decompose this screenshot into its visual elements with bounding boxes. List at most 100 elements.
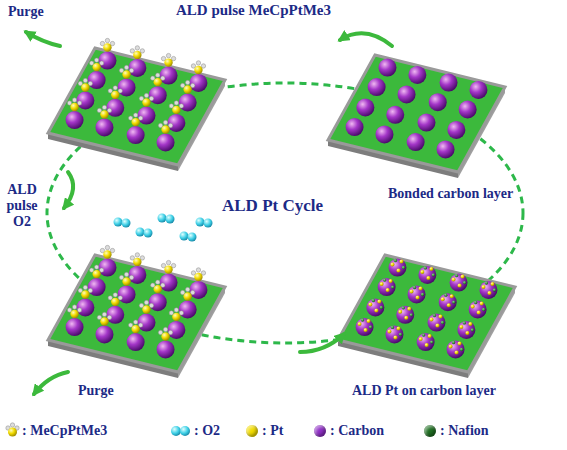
carbon-layer-panel (328, 55, 505, 178)
nafion-particle (460, 348, 463, 351)
nafion-particle (413, 286, 416, 289)
precursor-molecule (81, 83, 89, 91)
carbon-sphere (157, 133, 175, 151)
pt-particle (396, 269, 400, 273)
pt-particle (389, 279, 393, 283)
pt-particle (426, 276, 430, 280)
pt-particle (386, 288, 390, 292)
carbon-sphere (98, 52, 116, 70)
nafion-particle (380, 306, 383, 309)
precursor-molecule (100, 110, 108, 118)
pt-particle (429, 318, 433, 322)
carbon-sphere (149, 86, 167, 104)
carbon-sphere (106, 99, 124, 117)
carbon-sphere (385, 325, 403, 343)
pt-particle (380, 282, 384, 286)
nafion-particle (493, 288, 496, 291)
carbon-sphere (417, 333, 435, 351)
carbon-sphere (189, 281, 207, 299)
carbon-sphere (88, 71, 106, 89)
carbon-sphere (437, 140, 455, 158)
carbon-sphere (457, 321, 475, 339)
legend-text: : Carbon (330, 423, 384, 439)
pt-particle (404, 316, 408, 320)
step-label: ALD pulse MeCpPtMe3 (176, 2, 331, 19)
carbon-sphere (127, 126, 145, 144)
carbon-sphere (127, 333, 145, 351)
pt-particle (367, 319, 371, 323)
carbon-sphere (459, 101, 477, 119)
pt-particle (471, 305, 475, 309)
precursor-molecule (164, 265, 172, 273)
carbon-sphere (366, 299, 384, 317)
precursor-molecule (103, 250, 111, 258)
carbon-sphere (429, 93, 447, 111)
nafion-particle (410, 313, 413, 316)
precursor-molecule (131, 118, 139, 126)
nafion-particle (455, 274, 458, 277)
nafion-particle (463, 281, 466, 284)
legend-swatch (246, 425, 258, 437)
pt-particle (459, 325, 463, 329)
precursor-molecule (164, 58, 172, 66)
pt-particle (480, 302, 484, 306)
pt-particle (368, 303, 372, 307)
cycle-arrow (300, 334, 344, 352)
nafion-particle (383, 278, 386, 281)
precursor-molecule (70, 310, 78, 318)
precursor-molecule (183, 292, 191, 300)
carbon-sphere (378, 59, 396, 77)
carbon-sphere (447, 121, 465, 139)
carbon-sphere (179, 301, 197, 319)
o2-molecule (180, 232, 197, 242)
pt-particle (441, 297, 445, 301)
cycle-arrow (340, 33, 392, 46)
legend-text: : MeCpPtMe3 (22, 423, 107, 439)
precursor-molecule (142, 98, 150, 106)
nafion-particle (421, 293, 424, 296)
pt-particle (407, 307, 411, 311)
nafion-particle (402, 306, 405, 309)
panel-label: Bonded carbon layer (388, 186, 513, 202)
carbon-sphere (356, 318, 374, 336)
nafion-particle (463, 321, 466, 324)
carbon-sphere (137, 314, 155, 332)
legend-text: : Nafion (440, 423, 489, 439)
pt-particle (374, 309, 378, 313)
nafion-particle (474, 301, 477, 304)
cycle-title: ALD Pt Cycle (222, 196, 323, 216)
nafion-particle (482, 308, 485, 311)
carbon-sphere (160, 274, 178, 292)
nafion-particle (452, 341, 455, 344)
carbon-sphere (396, 306, 414, 324)
step-label: Purge (78, 383, 114, 399)
nafion-particle (424, 266, 427, 269)
legend-text: : O2 (194, 423, 220, 439)
o2-molecule (196, 218, 213, 228)
carbon-sphere (439, 293, 457, 311)
legend-swatch (424, 425, 436, 437)
purge-arrow (34, 372, 68, 394)
carbon-sphere (440, 74, 458, 92)
nafion-particle (399, 333, 402, 336)
carbon-sphere (469, 81, 487, 99)
legend-molecule-icon (6, 423, 19, 437)
precursor-molecule (100, 317, 108, 325)
nafion-particle (391, 326, 394, 329)
precursor-molecule (161, 125, 169, 133)
nafion-particle (433, 314, 436, 317)
carbon-sphere (417, 114, 435, 132)
pt-particle (399, 260, 403, 264)
precursor-molecule (92, 270, 100, 278)
pt-particle (461, 275, 465, 279)
pt-particle (428, 334, 432, 338)
carbon-sphere (137, 107, 155, 125)
carbon-sphere (469, 301, 487, 319)
nafion-particle (471, 328, 474, 331)
carbon-sphere (398, 85, 416, 103)
nafion-particle (402, 266, 405, 269)
carbon-sphere (167, 114, 185, 132)
carbon-sphere (447, 340, 465, 358)
carbon-layer-panel (338, 255, 515, 378)
